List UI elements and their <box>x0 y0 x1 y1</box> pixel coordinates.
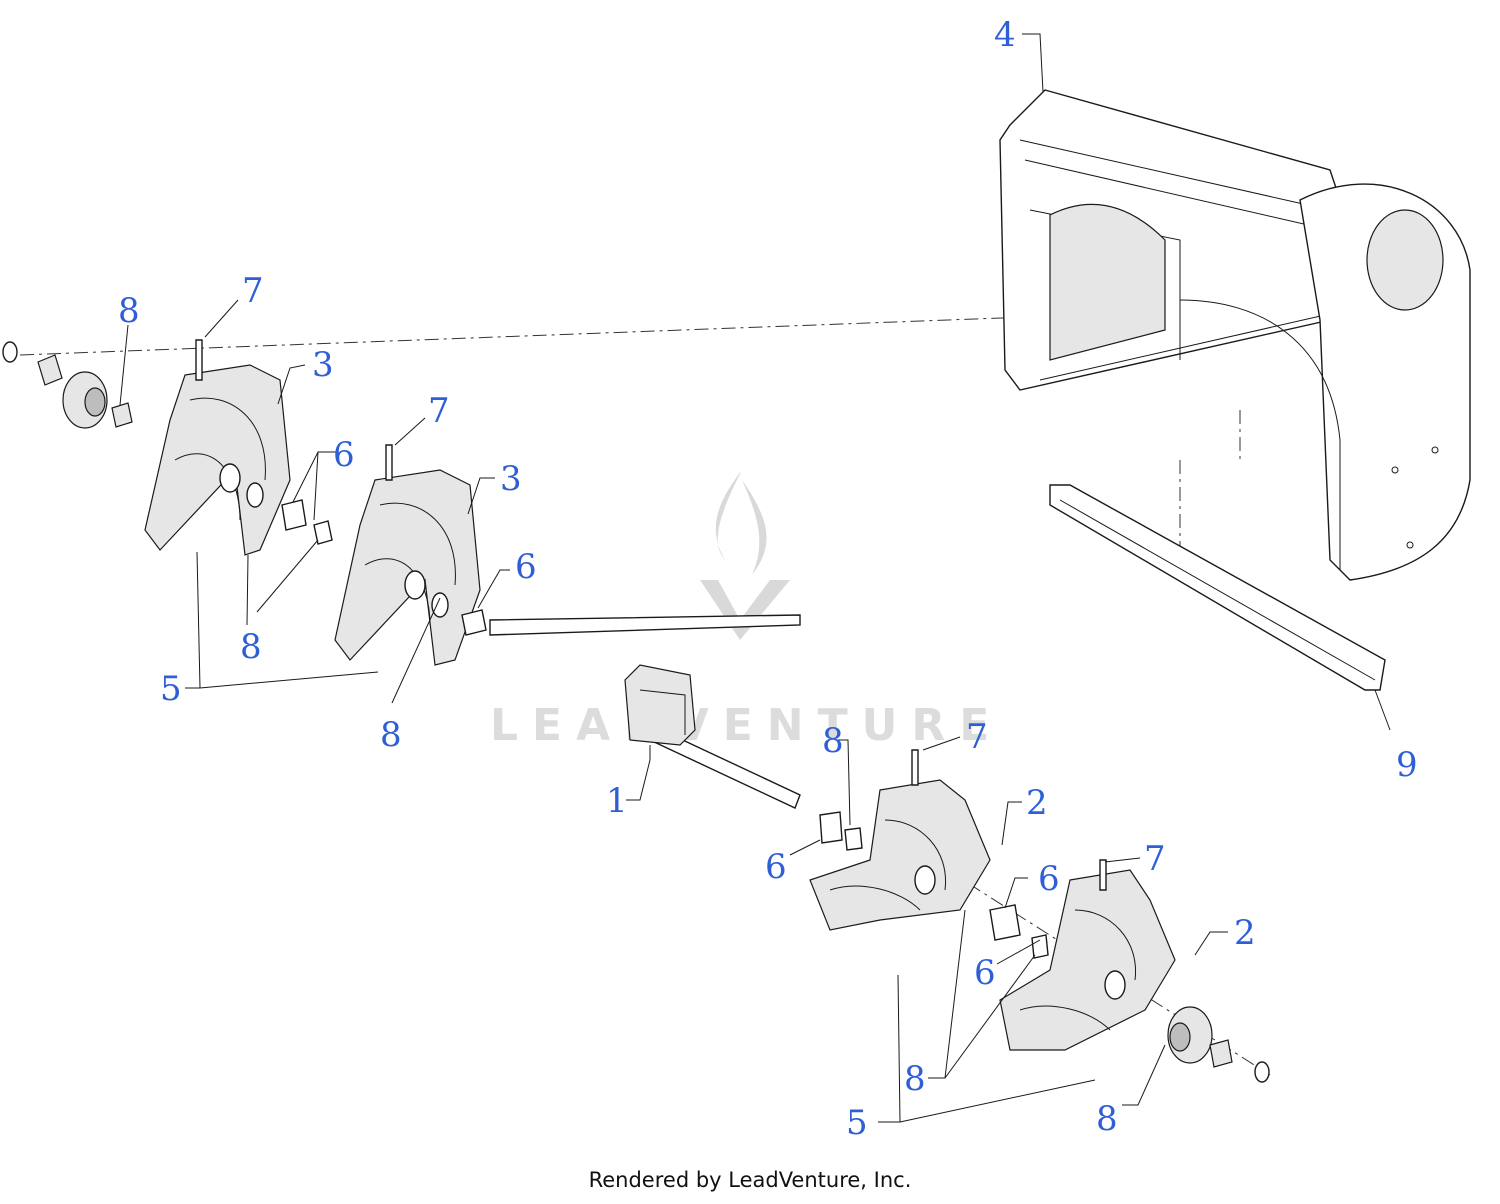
callout-6: 6 <box>515 547 537 587</box>
center-left-auger <box>334 444 487 666</box>
watermark-logo <box>700 470 790 640</box>
auger-shaft <box>489 614 801 809</box>
left-hardware <box>2 341 133 429</box>
callout-4: 4 <box>994 15 1016 55</box>
center-right-auger <box>809 749 991 931</box>
callout-6: 6 <box>1038 859 1060 899</box>
callout-5: 5 <box>846 1103 868 1143</box>
callout-8: 8 <box>904 1059 926 1099</box>
centerline-bar <box>1179 410 1241 560</box>
callout-6: 6 <box>974 953 996 993</box>
centerline <box>19 304 1346 356</box>
callout-9: 9 <box>1396 745 1418 785</box>
watermark-text: LEADVENTURE <box>490 700 1003 751</box>
mounting-bar <box>1049 484 1386 691</box>
callout-7: 7 <box>1144 839 1166 879</box>
callout-7: 7 <box>428 391 450 431</box>
callout-3: 3 <box>312 345 334 385</box>
callout-3: 3 <box>500 459 522 499</box>
right-auger <box>989 859 1270 1083</box>
callout-8: 8 <box>1096 1099 1118 1139</box>
callout-6: 6 <box>333 435 355 475</box>
callout-2: 2 <box>1234 913 1256 953</box>
callout-7: 7 <box>242 271 264 311</box>
callout-labels: 4 7 8 3 7 6 3 6 8 5 8 1 8 7 2 9 6 7 6 2 … <box>118 15 1418 1143</box>
auger-housing <box>999 89 1471 581</box>
callout-8: 8 <box>380 715 402 755</box>
callout-6: 6 <box>765 847 787 887</box>
leader-lines <box>119 33 1391 1123</box>
left-auger <box>144 339 333 556</box>
callout-1: 1 <box>606 781 628 821</box>
callout-8: 8 <box>118 291 140 331</box>
callout-7: 7 <box>966 717 988 757</box>
callout-8: 8 <box>822 721 844 761</box>
callout-8: 8 <box>240 627 262 667</box>
callout-2: 2 <box>1026 783 1048 823</box>
callout-5: 5 <box>160 669 182 709</box>
footer-credit: Rendered by LeadVenture, Inc. <box>588 1168 912 1192</box>
